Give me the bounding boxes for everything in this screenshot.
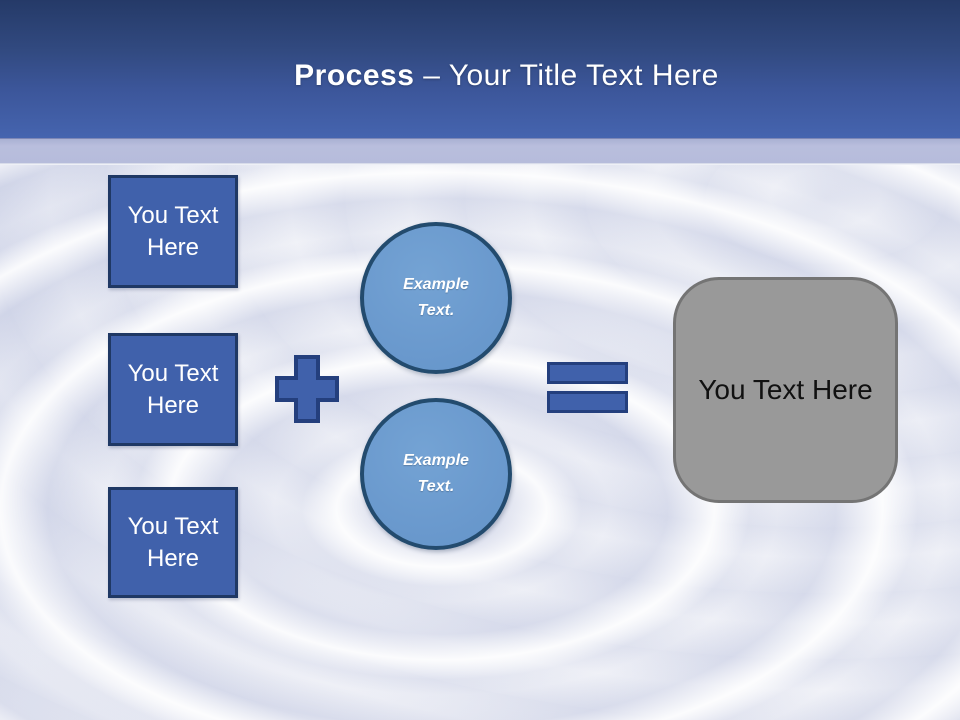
input-box-2: You Text Here <box>108 333 238 446</box>
title-separator: – <box>414 59 449 92</box>
input-box-3: You Text Here <box>108 487 238 598</box>
example-circle-2-label: Example Text. <box>403 452 469 495</box>
accent-band <box>0 138 960 164</box>
result-box-label: You Text Here <box>698 374 873 405</box>
input-box-3-label: You Text Here <box>127 512 219 572</box>
slide-header: Process – Your Title Text Here <box>0 0 960 138</box>
input-box-2-label: You Text Here <box>127 359 219 419</box>
equals-bar-top <box>547 362 628 384</box>
example-circle-1-label: Example Text. <box>403 276 469 319</box>
page-title: Process – Your Title Text Here <box>241 25 719 127</box>
equals-bar-bottom <box>547 391 628 413</box>
title-emphasis: Process <box>294 59 415 92</box>
title-text: Your Title Text Here <box>448 59 719 92</box>
example-circle-2: Example Text. <box>360 398 512 550</box>
input-box-1: You Text Here <box>108 175 238 288</box>
input-box-1-label: You Text Here <box>127 201 219 261</box>
plus-icon <box>275 355 339 423</box>
result-box: You Text Here <box>673 277 898 503</box>
equals-icon <box>547 362 628 413</box>
example-circle-1: Example Text. <box>360 222 512 374</box>
